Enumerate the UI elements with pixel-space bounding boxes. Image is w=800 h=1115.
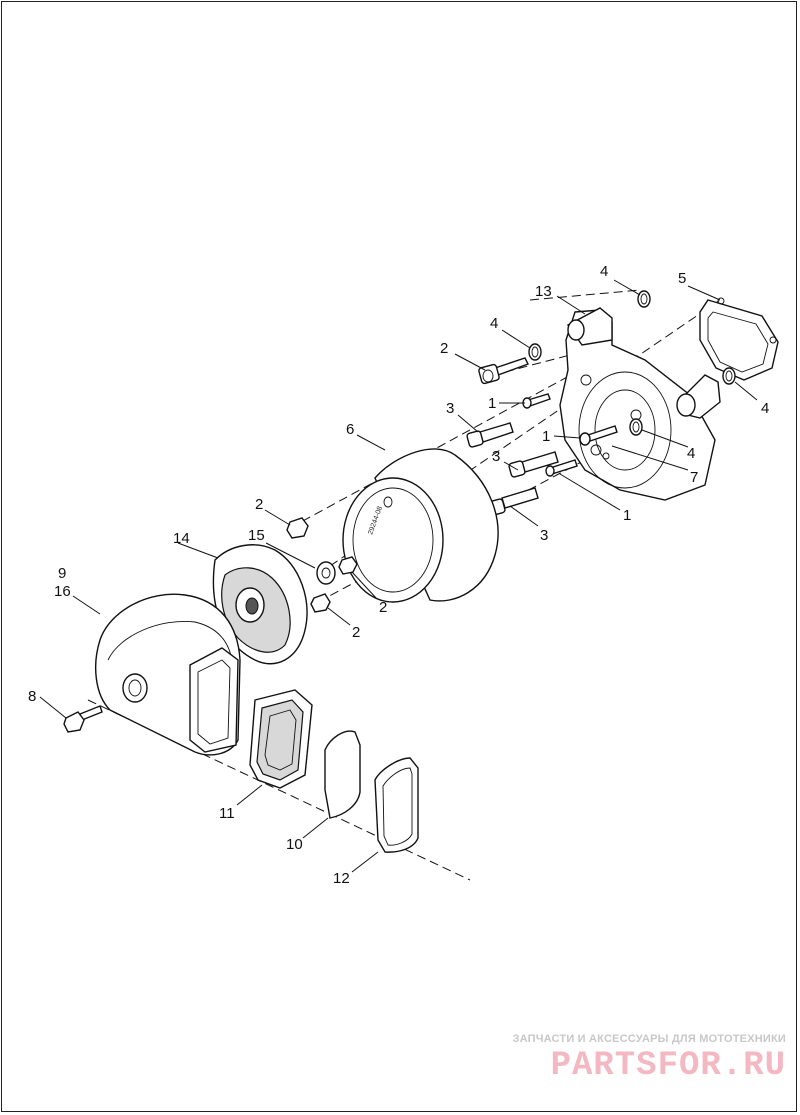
part-mounting-plate <box>212 544 308 665</box>
callout-14: 14 <box>173 530 190 547</box>
callout-4: 4 <box>687 445 695 462</box>
callout-11: 11 <box>219 805 235 822</box>
callout-1: 1 <box>488 395 496 412</box>
callout-10: 10 <box>286 836 303 853</box>
part-screws <box>522 393 618 477</box>
callout-8: 8 <box>28 688 36 705</box>
callout-12: 12 <box>333 870 350 887</box>
callout-7: 7 <box>690 469 698 486</box>
part-seal <box>374 757 419 853</box>
callout-4: 4 <box>761 400 769 417</box>
callout-13: 13 <box>535 283 552 300</box>
watermark: ЗАПЧАСТИ И АКСЕССУАРЫ ДЛЯ МОТОТЕХНИКИ PA… <box>513 1033 786 1085</box>
part-cover-screw <box>63 705 103 733</box>
part-backplate <box>559 307 721 501</box>
callout-16: 16 <box>54 583 71 600</box>
part-gasket <box>699 297 779 381</box>
callout-2: 2 <box>352 624 360 641</box>
callout-15: 15 <box>248 527 265 544</box>
leader-lines <box>39 279 758 873</box>
callout-4: 4 <box>490 315 498 332</box>
part-o-rings <box>528 290 736 436</box>
watermark-brand: PARTSFOR.RU <box>550 1047 786 1085</box>
callout-4: 4 <box>600 263 608 280</box>
part-nuts <box>286 517 358 613</box>
callout-2: 2 <box>440 340 448 357</box>
part-filter-frame <box>249 689 313 789</box>
callout-9: 9 <box>58 565 66 582</box>
callout-3: 3 <box>446 400 454 417</box>
callout-2: 2 <box>255 496 263 513</box>
callout-1: 1 <box>623 507 631 524</box>
callout-6: 6 <box>346 421 354 438</box>
callout-3: 3 <box>492 448 500 465</box>
callout-1: 1 <box>542 428 550 445</box>
part-filter-element: 29244-08 <box>342 448 499 603</box>
callout-2: 2 <box>379 599 387 616</box>
part-spacer <box>316 561 336 585</box>
callout-numbers: 1 1 1 2 2 2 2 3 3 3 4 4 4 4 5 6 7 8 9 16… <box>28 263 769 887</box>
callout-5: 5 <box>678 270 686 287</box>
part-breather-bolt-upper <box>478 357 529 385</box>
part-filter-media <box>324 730 361 819</box>
callout-3: 3 <box>540 527 548 544</box>
watermark-tagline: ЗАПЧАСТИ И АКСЕССУАРЫ ДЛЯ МОТОТЕХНИКИ <box>512 1033 786 1045</box>
part-air-cleaner-cover <box>95 593 241 756</box>
